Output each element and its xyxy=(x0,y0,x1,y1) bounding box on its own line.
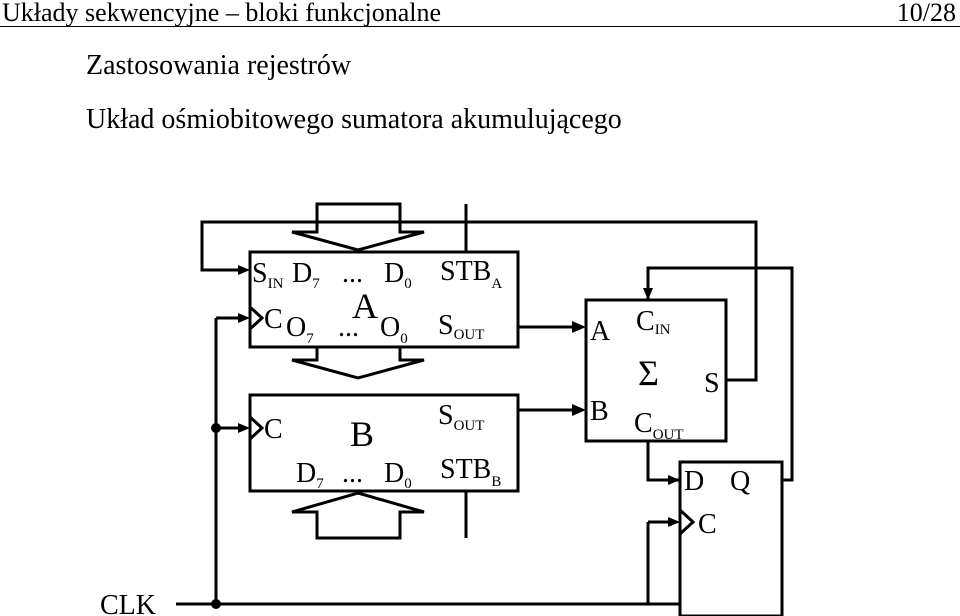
adder-box xyxy=(584,298,728,443)
d-input-arrowhead xyxy=(668,475,680,485)
q-to-cin-wire xyxy=(646,266,794,482)
adder-sigma-label: Σ xyxy=(638,353,659,393)
register-a-d0-label: D0 xyxy=(384,258,412,292)
register-a-input-arrow xyxy=(291,202,425,252)
register-a-stb-label: STBA xyxy=(440,256,502,292)
flipflop-d-label: D xyxy=(684,466,704,497)
register-b-d7-label: D7 xyxy=(296,458,324,492)
register-a-clock-triangle xyxy=(248,305,265,331)
flipflop-c-label: C xyxy=(698,509,717,540)
sum-feedback-wire xyxy=(200,220,758,382)
sin-arrowhead xyxy=(238,265,250,275)
register-a-sout-label: SOUT xyxy=(438,310,484,343)
flipflop-box xyxy=(678,460,784,616)
transfer-arrow-a-to-b xyxy=(291,345,425,380)
register-a-o7-label: O7 xyxy=(286,312,314,347)
adder-b-arrowhead xyxy=(572,404,586,416)
adder-s-label: S xyxy=(704,368,720,399)
register-b-stb-label: STBB xyxy=(440,454,501,490)
clk-junction-a xyxy=(211,423,221,433)
flipflop-q-label: Q xyxy=(730,466,750,497)
slide-header: Układy sekwencyjne – bloki funkcjonalne … xyxy=(0,0,960,27)
slide-subtitle: Zastosowania rejestrów xyxy=(86,50,352,81)
ff-clk-arrowhead xyxy=(668,517,680,527)
register-a-output-dots: ... xyxy=(338,312,359,343)
carry-out-wire xyxy=(646,441,680,482)
cin-arrowhead xyxy=(643,288,653,300)
adder-a-label: A xyxy=(590,316,611,347)
page-number: 10/28 xyxy=(896,0,956,27)
clk-label: CLK xyxy=(100,590,156,616)
register-b-output-arrow xyxy=(291,491,425,540)
adder-cin-label: CIN xyxy=(636,306,671,338)
register-b-input-dots: ... xyxy=(342,458,363,489)
clk-a-arrowhead xyxy=(238,313,250,323)
register-b-clock-label: C xyxy=(264,414,283,445)
register-b-name: B xyxy=(350,414,374,454)
slide-description: Układ ośmiobitowego sumatora akumulujące… xyxy=(86,104,622,135)
adder-a-arrowhead xyxy=(572,321,586,333)
slide-title: Układy sekwencyjne – bloki funkcjonalne xyxy=(2,0,441,27)
flipflop-clock-triangle xyxy=(678,508,696,536)
register-b-sout-label: SOUT xyxy=(438,400,484,434)
register-a-d7-label: D7 xyxy=(292,258,320,292)
adder-b-label: B xyxy=(590,396,609,427)
register-b-clock-triangle xyxy=(248,415,265,441)
register-a-clock-label: C xyxy=(264,304,283,335)
clk-b-arrowhead xyxy=(238,423,250,433)
register-b-box xyxy=(248,393,520,493)
register-a-sin-label: SIN xyxy=(252,258,284,292)
register-b-d0-label: D0 xyxy=(384,458,412,492)
register-a-input-dots: ... xyxy=(342,258,363,289)
register-a-o0-label: O0 xyxy=(380,312,408,347)
register-a-name: A xyxy=(352,286,378,326)
register-a-box xyxy=(248,250,520,349)
adder-cout-label: COUT xyxy=(634,408,684,443)
clk-junction-b xyxy=(211,599,221,609)
